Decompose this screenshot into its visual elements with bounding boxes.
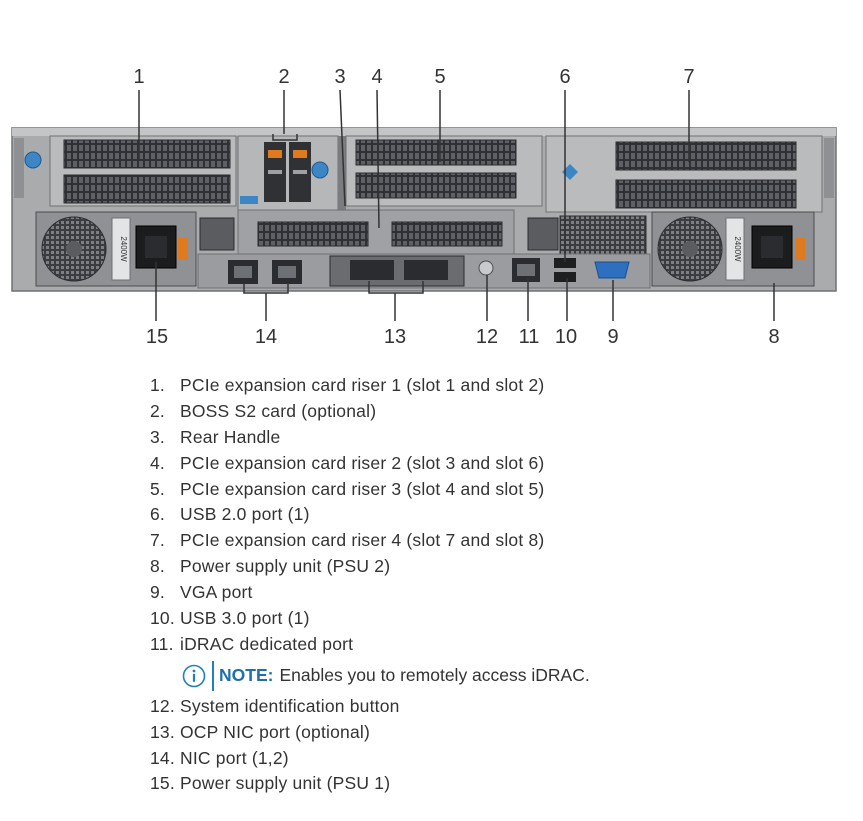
legend-item: 4.PCIe expansion card riser 2 (slot 3 an… — [150, 452, 545, 473]
pcie-riser-2 — [199, 209, 647, 255]
thumbscrew-icon[interactable] — [311, 161, 329, 179]
info-icon — [182, 664, 206, 688]
legend-text: PCIe expansion card riser 3 (slot 4 and … — [180, 478, 545, 499]
legend-text: PCIe expansion card riser 4 (slot 7 and … — [180, 530, 545, 551]
legend-item: 10.USB 3.0 port (1) — [150, 608, 310, 629]
legend-text: Power supply unit (PSU 2) — [180, 556, 391, 577]
callout-5: 5 — [434, 66, 445, 88]
callout-15: 15 — [146, 326, 168, 348]
legend-item: 12.System identification button — [150, 695, 400, 716]
callout-numbers: 1 2 3 4 5 6 7 8 9 10 11 12 13 14 15 — [133, 66, 779, 348]
legend-item: 2.BOSS S2 card (optional) — [150, 400, 377, 421]
legend-text: PCIe expansion card riser 1 (slot 1 and … — [180, 375, 545, 395]
legend-item: 7.PCIe expansion card riser 4 (slot 7 an… — [150, 530, 545, 551]
psu-2 — [651, 211, 815, 287]
callout-14: 14 — [255, 326, 277, 348]
ocp-nic-port-a[interactable] — [350, 260, 394, 280]
callout-10: 10 — [555, 326, 577, 348]
legend-text: OCP NIC port (optional) — [180, 721, 371, 742]
psu-rating-label: 2400W — [733, 236, 742, 262]
psu-rating-label: 2400W — [119, 236, 128, 262]
legend-text: PCIe expansion card riser 2 (slot 3 and … — [180, 452, 545, 473]
latch-icon[interactable] — [562, 164, 578, 180]
ocp-nic-port-b[interactable] — [404, 260, 448, 280]
legend-item: 9.VGA port — [150, 582, 253, 603]
legend-text: USB 2.0 port (1) — [180, 504, 310, 525]
legend-text: System identification button — [180, 695, 400, 716]
component-legend: 1.PCIe expansion card riser 1 (slot 1 an… — [150, 375, 850, 799]
note-label: NOTE: — [219, 665, 274, 686]
callout-1: 1 — [133, 66, 144, 88]
callout-12: 12 — [476, 326, 498, 348]
note-divider — [212, 660, 214, 691]
legend-item: 5.PCIe expansion card riser 3 (slot 4 an… — [150, 478, 545, 499]
callout-13: 13 — [384, 326, 406, 348]
callout-6: 6 — [559, 66, 570, 88]
legend-text: Power supply unit (PSU 1) — [180, 773, 391, 794]
usb-2-port[interactable] — [554, 258, 576, 268]
legend-item: 8.Power supply unit (PSU 2) — [150, 556, 391, 577]
legend-text: NIC port (1,2) — [180, 747, 289, 768]
rear-handle[interactable] — [338, 136, 346, 210]
legend-text: BOSS S2 card (optional) — [180, 400, 377, 421]
callout-3: 3 — [334, 66, 345, 88]
io-panel — [197, 253, 651, 289]
callout-9: 9 — [607, 326, 618, 348]
pcie-riser-3 — [345, 135, 543, 207]
callout-leaders — [138, 89, 775, 321]
legend-text: iDRAC dedicated port — [180, 633, 354, 654]
boss-s2-card — [237, 135, 339, 211]
callout-4: 4 — [371, 66, 382, 88]
callout-11: 11 — [519, 326, 540, 348]
vga-port[interactable] — [594, 261, 630, 279]
note-text: Enables you to remotely access iDRAC. — [279, 665, 590, 686]
pcie-riser-1 — [24, 135, 237, 207]
legend-item: 11.iDRAC dedicated port — [150, 633, 354, 654]
legend-item: 6.USB 2.0 port (1) — [150, 504, 310, 525]
legend-text: VGA port — [180, 582, 253, 603]
callout-8: 8 — [768, 326, 779, 348]
server-rear-panel-diagram: 1 2 3 4 5 6 7 8 9 10 11 12 13 14 15 2400… — [11, 66, 837, 348]
note-callout: NOTE: Enables you to remotely access iDR… — [182, 658, 850, 694]
legend-text: USB 3.0 port (1) — [180, 608, 310, 629]
legend-item: 14.NIC port (1,2) — [150, 747, 289, 768]
pcie-riser-4 — [545, 135, 823, 213]
legend-item: 13.OCP NIC port (optional) — [150, 721, 371, 742]
callout-7: 7 — [683, 66, 694, 88]
callout-2: 2 — [278, 66, 289, 88]
legend-item: 3.Rear Handle — [150, 426, 281, 447]
legend-text: Rear Handle — [180, 426, 281, 447]
legend-item: 1.PCIe expansion card riser 1 (slot 1 an… — [150, 375, 545, 395]
thumbscrew-icon[interactable] — [24, 151, 42, 169]
system-id-button[interactable] — [478, 260, 494, 276]
usb-3-port[interactable] — [554, 272, 576, 282]
psu-1 — [35, 211, 197, 287]
legend-item: 15.Power supply unit (PSU 1) — [150, 773, 391, 794]
